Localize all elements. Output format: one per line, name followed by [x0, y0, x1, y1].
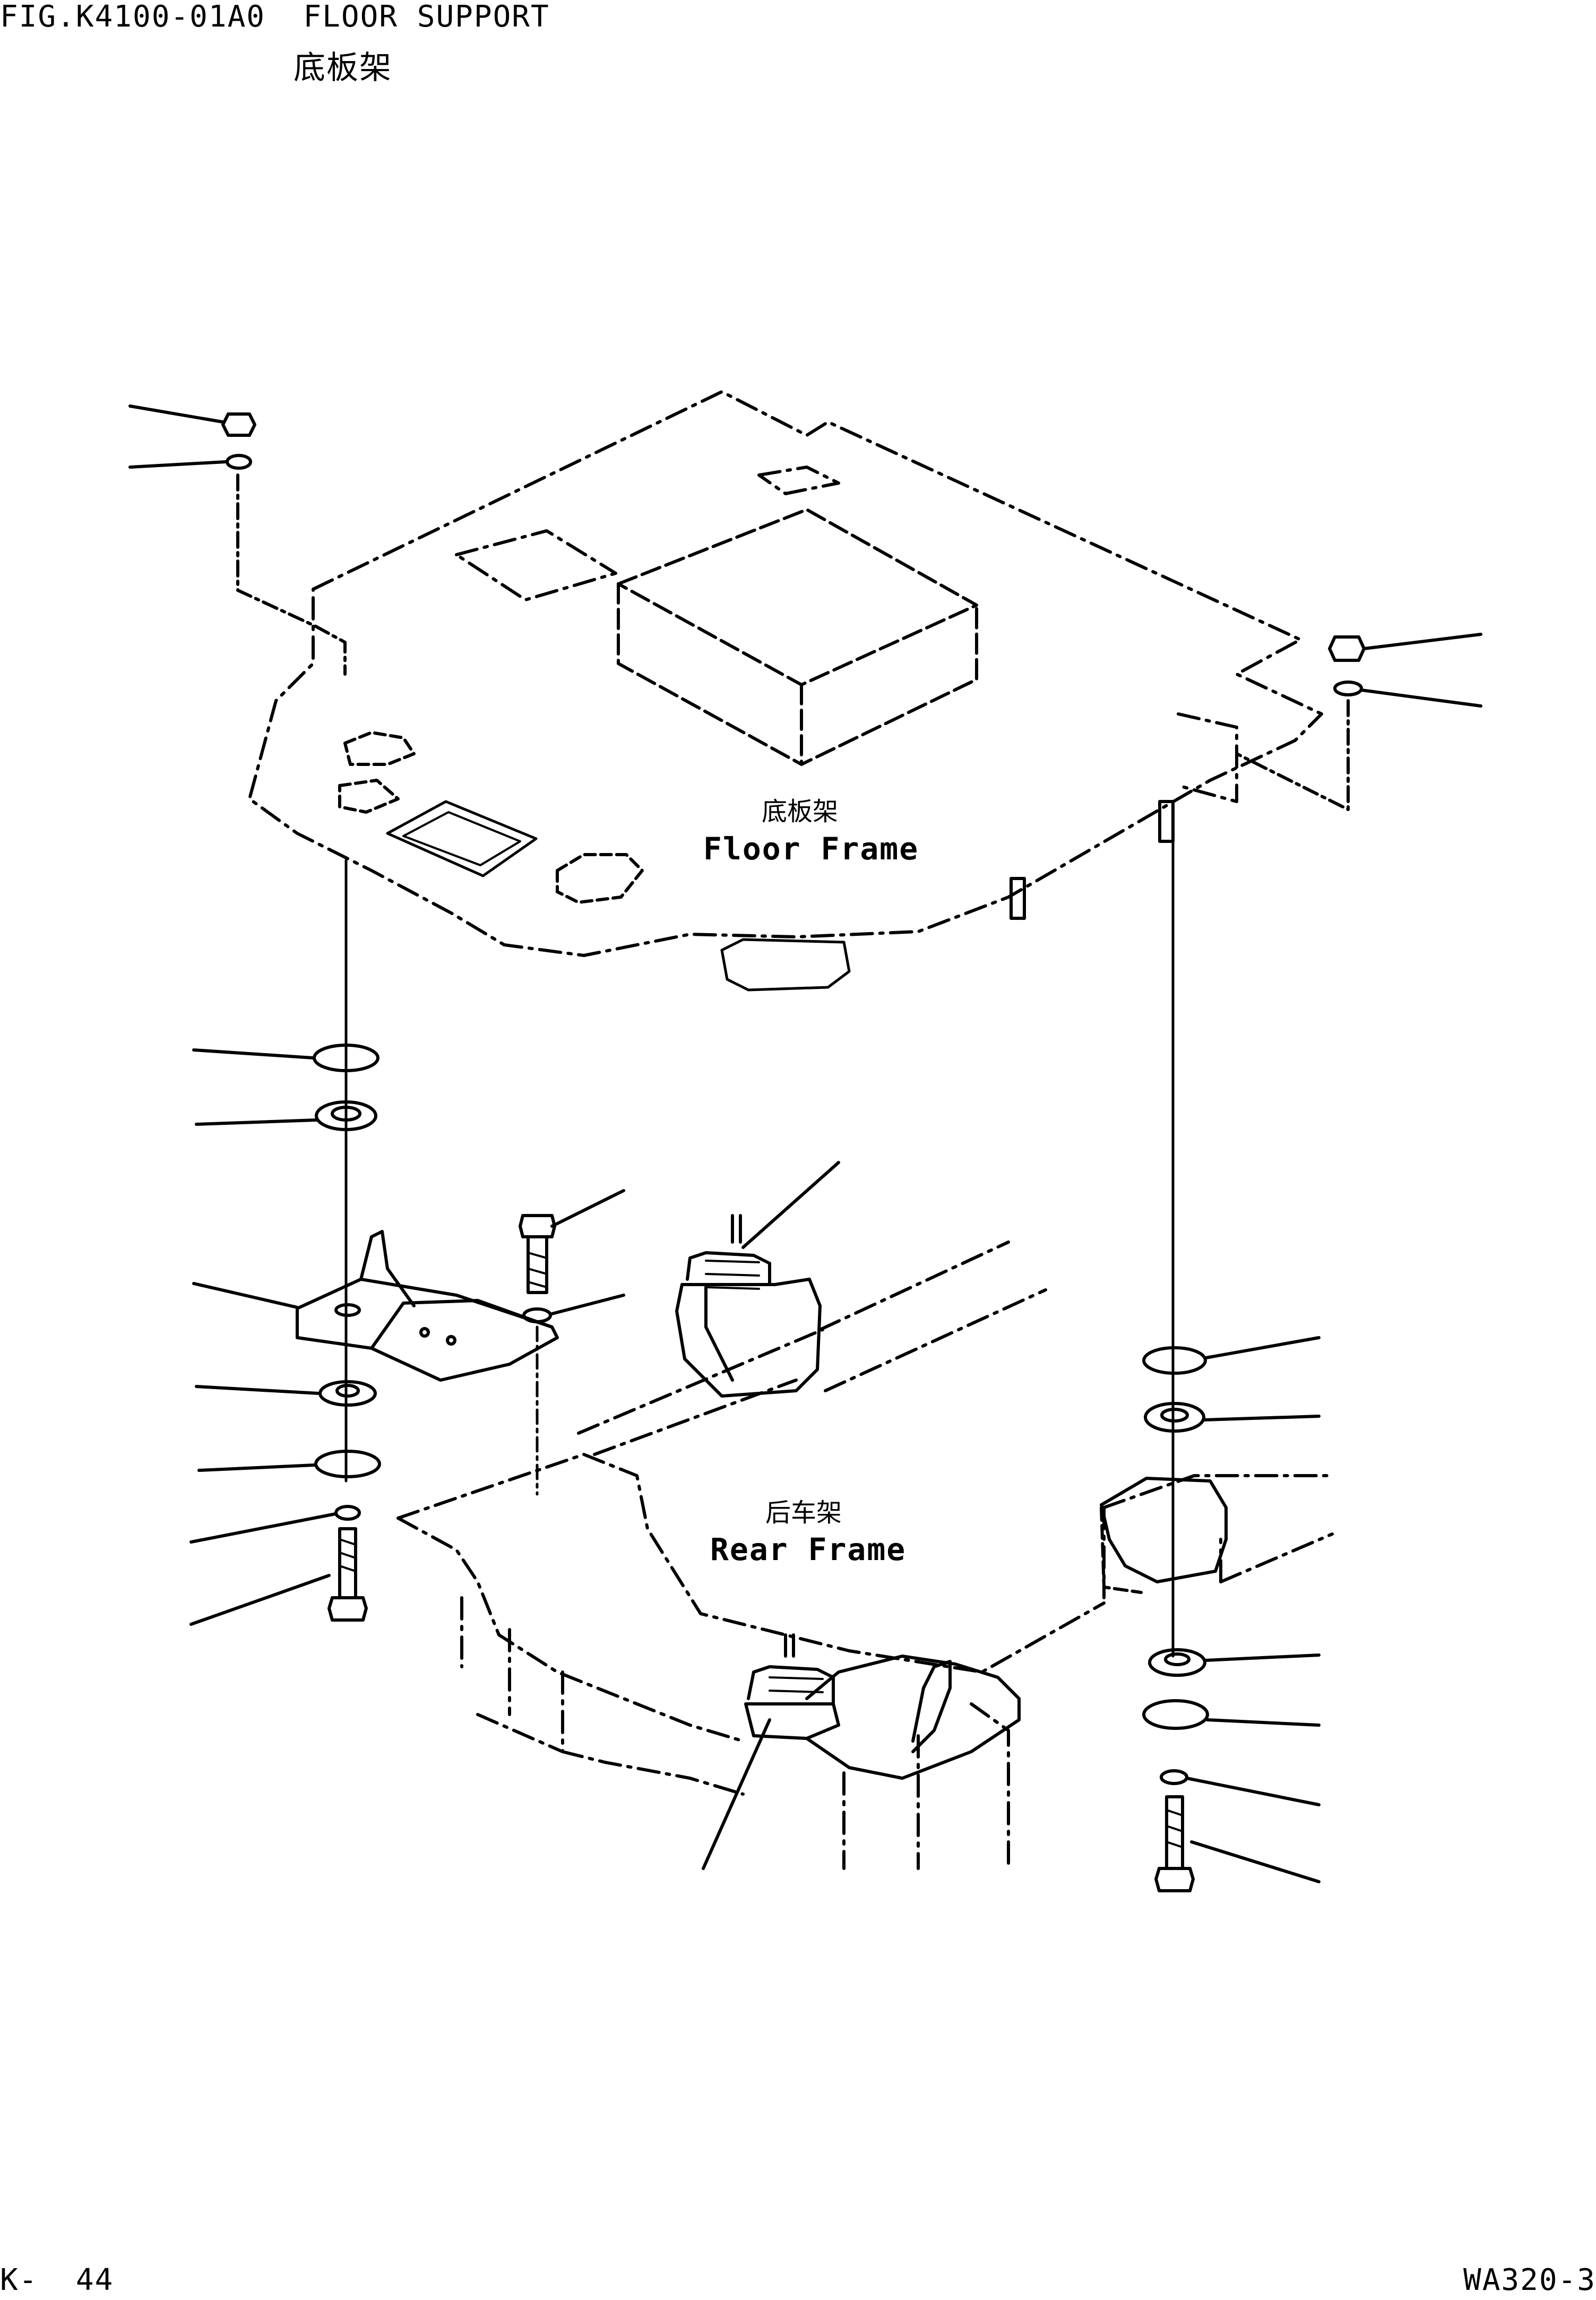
rear-frame-right-block: [1100, 1477, 1228, 1594]
nut-top-right: [1235, 633, 1482, 811]
figure-subtitle: 底板架: [294, 49, 392, 87]
floor-frame-hatch: [386, 800, 851, 992]
floor-frame: [248, 390, 1323, 957]
nut-top-left: [128, 404, 347, 676]
floor-frame-label-cn: 底板架: [762, 797, 839, 826]
figure-title: FIG.K4100-01A0 FLOOR SUPPORT: [0, 0, 550, 34]
center-rubber-mount: [675, 1161, 840, 1398]
right-mount-parts: [1142, 1336, 1321, 1892]
floor-frame-label-en: Floor Frame: [703, 831, 919, 867]
left-mount-parts: [189, 1044, 381, 1626]
center-bolt: [519, 1189, 625, 1496]
bottom-rubber-mount: [702, 1633, 1021, 1870]
page-number: K- 44: [0, 2263, 114, 2297]
floor-frame-console: [617, 508, 978, 766]
floor-frame-openings: [338, 731, 644, 904]
rear-frame-label-cn: 后车架: [765, 1498, 842, 1528]
model-code: WA320-3: [1463, 2263, 1596, 2297]
floor-frame-bracket-mid: [1010, 877, 1026, 920]
floor-frame-bracket-right: [1158, 800, 1175, 843]
rear-frame: [396, 1241, 1334, 1870]
rear-frame-label-en: Rear Frame: [710, 1531, 907, 1567]
left-bracket: [192, 1230, 559, 1382]
